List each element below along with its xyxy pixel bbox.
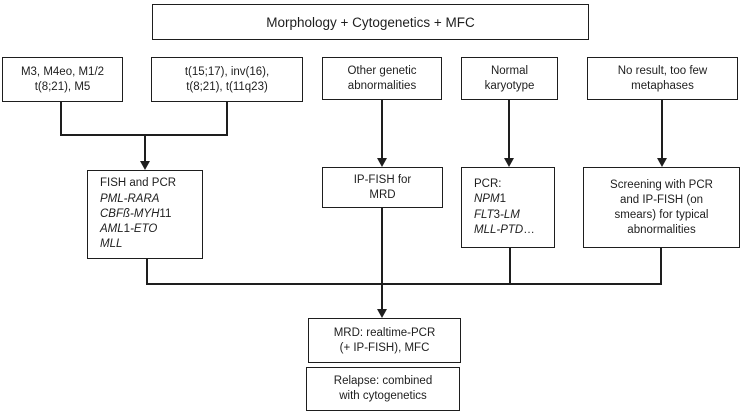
connector-other-to-ipfish <box>381 100 383 159</box>
box-morphology-cytogenetics-mfc: Morphology + Cytogenetics + MFC <box>152 4 589 40</box>
connector-m3-down <box>60 101 62 136</box>
screening-box-line-1: Screening with PCR <box>610 178 713 191</box>
box-screening: Screening with PCR and IP-FISH (on smear… <box>583 167 740 248</box>
title-text: Morphology + Cytogenetics + MFC <box>266 14 475 30</box>
box-translocations-line-2: t(8;21), t(11q23) <box>186 80 268 93</box>
box-other-genetic-line-1: Other genetic <box>347 64 417 77</box>
box-pcr-genes: PCR: NPM1 FLT3-LM MLL-PTD… <box>461 167 555 248</box>
connector-ipfish-to-mrd <box>381 208 383 310</box>
box-ipfish-for-mrd: IP-FISH for MRD <box>322 167 443 208</box>
box-other-genetic-abnormalities: Other genetic abnormalities <box>322 57 442 100</box>
ipfish-box-line-1: IP-FISH for <box>353 173 412 186</box>
box-no-result-line-2: metaphases <box>631 79 694 92</box>
box-normal-karyotype-line-2: karyotype <box>484 79 535 92</box>
pcr-box-gene-npm1: NPM1 <box>474 193 506 206</box>
box-mrd-followup: MRD: realtime-PCR (+ IP-FISH), MFC <box>308 318 461 363</box>
relapse-box-line-2: with cytogenetics <box>339 390 427 402</box>
box-no-result-line-1: No result, too few <box>617 64 708 77</box>
connector-normal-to-pcr <box>508 100 510 159</box>
box-m3-m4eo-line-2: t(8;21), M5 <box>34 80 91 93</box>
box-m3-m4eo: M3, M4eo, M1/2 t(8;21), M5 <box>2 57 123 102</box>
fish-box-line-1: FISH and PCR <box>100 177 177 190</box>
arrowhead-to-fish-box-icon <box>140 161 150 170</box>
box-normal-karyotype-line-1: Normal <box>490 64 529 77</box>
arrowhead-to-screening-box-icon <box>657 158 667 167</box>
screening-box-line-2: and IP-FISH (on <box>619 193 704 206</box>
box-m3-m4eo-line-1: M3, M4eo, M1/2 <box>20 65 105 78</box>
connector-pcr-down <box>509 248 511 285</box>
arrowhead-to-pcr-box-icon <box>504 158 514 167</box>
fish-box-gene-aml1-eto: AML1-ETO <box>100 223 158 236</box>
fish-box-gene-cbfb-myh11: CBFß-MYH11 <box>100 207 172 220</box>
fish-box-gene-mll: MLL <box>100 238 123 251</box>
box-fish-and-pcr: FISH and PCR PML-RARA CBFß-MYH11 AML1-ET… <box>87 170 203 259</box>
connector-screening-down <box>660 248 662 285</box>
box-relapse: Relapse: combined with cytogenetics <box>306 367 460 411</box>
screening-box-line-4: abnormalities <box>627 223 696 236</box>
box-normal-karyotype: Normal karyotype <box>461 57 558 100</box>
connector-noresult-to-screening <box>661 100 663 159</box>
mrd-box-line-2: (+ IP-FISH), MFC <box>339 341 430 354</box>
box-translocations: t(15;17), inv(16), t(8;21), t(11q23) <box>151 57 303 102</box>
pcr-box-gene-flt3-lm: FLT3-LM <box>474 208 520 221</box>
box-other-genetic-line-2: abnormalities <box>347 79 417 92</box>
connector-funnel-bottom-horizontal <box>146 283 662 285</box>
ipfish-box-line-2: MRD <box>369 188 396 201</box>
connector-funnel-to-fish <box>144 134 146 162</box>
mrd-box-line-1: MRD: realtime-PCR <box>333 326 436 339</box>
pcr-box-line-1: PCR: <box>474 178 502 191</box>
arrowhead-to-ipfish-box-icon <box>377 158 387 167</box>
pcr-box-gene-mll-ptd: MLL-PTD… <box>474 223 535 236</box>
box-no-result-metaphases: No result, too few metaphases <box>587 57 738 100</box>
connector-translocations-down <box>226 101 228 136</box>
connector-fish-down <box>146 259 148 285</box>
arrowhead-to-mrd-box-icon <box>377 309 387 318</box>
fish-box-gene-pml-rara: PML-RARA <box>100 192 160 205</box>
screening-box-line-3: smears) for typical <box>614 208 709 221</box>
box-translocations-line-1: t(15;17), inv(16), <box>184 65 270 78</box>
relapse-box-line-1: Relapse: combined <box>333 375 433 387</box>
